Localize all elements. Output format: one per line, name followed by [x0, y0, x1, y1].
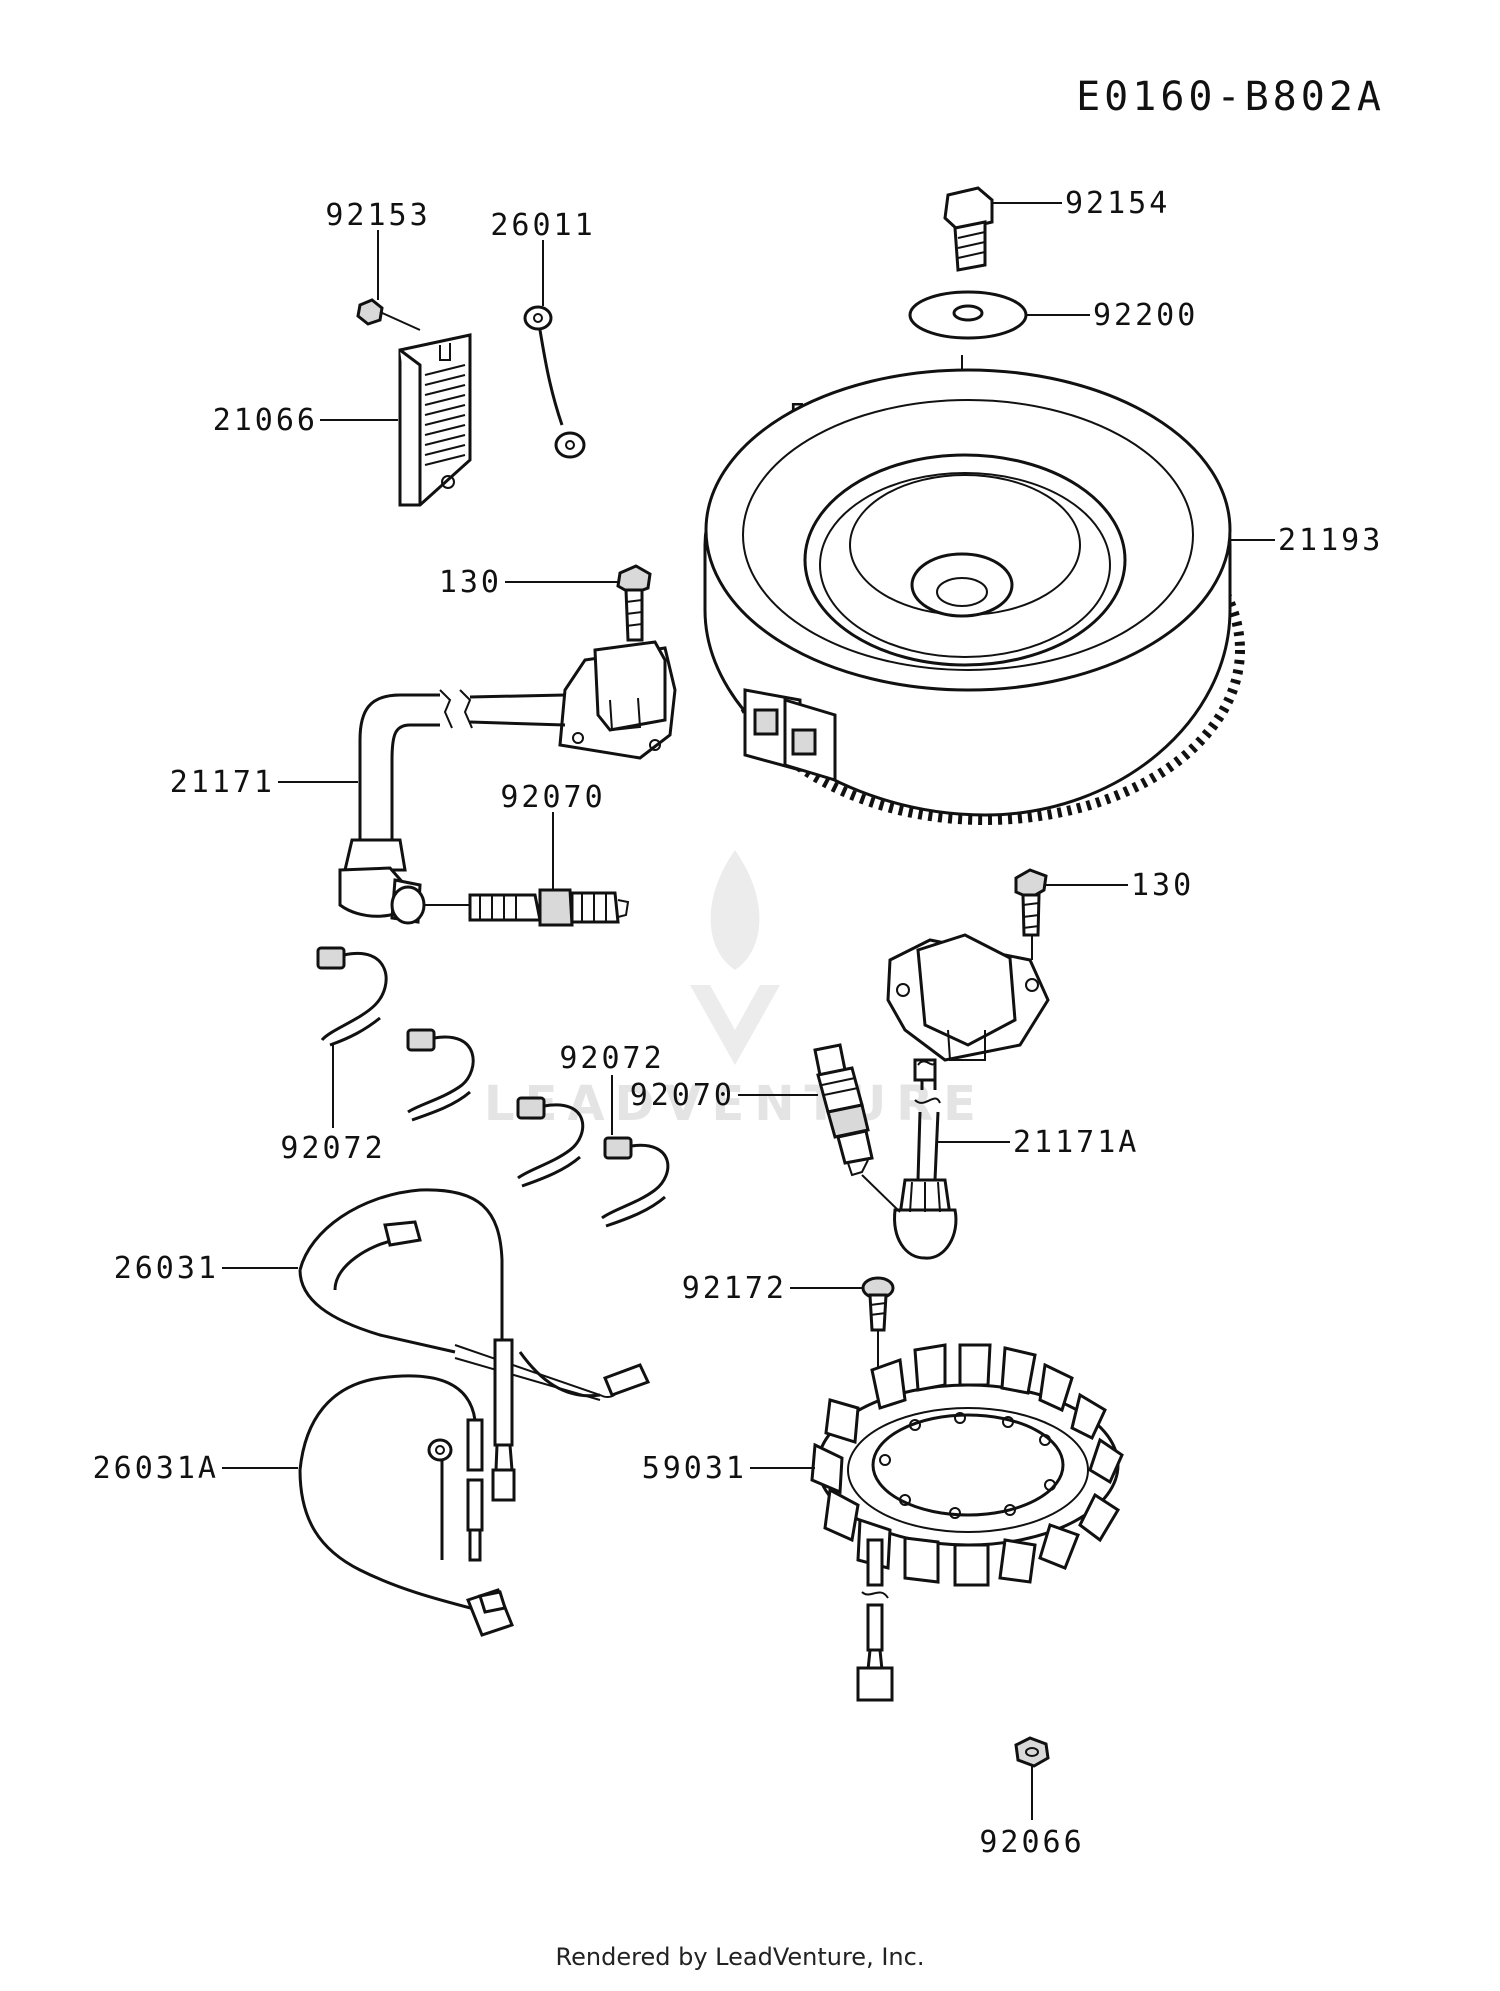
label-26011: 26011	[490, 208, 595, 243]
label-92172: 92172	[682, 1271, 787, 1306]
label-92153: 92153	[325, 198, 430, 233]
label-130-a: 130	[439, 565, 502, 600]
part-21066-regulator[interactable]	[398, 333, 472, 507]
label-21171: 21171	[170, 765, 275, 800]
part-59031-stator[interactable]	[810, 1343, 1124, 1702]
credit-text: Rendered by LeadVenture, Inc.	[556, 1943, 925, 1971]
part-21171-ignition-coil[interactable]	[338, 640, 677, 925]
flywheel-magnet	[743, 688, 837, 783]
label-21193: 21193	[1278, 523, 1383, 558]
part-130-screw-b[interactable]	[1014, 868, 1048, 937]
label-130-b: 130	[1131, 868, 1194, 903]
part-92070-spark-plug-a[interactable]	[425, 888, 630, 927]
part-92200-washer[interactable]	[908, 290, 1028, 340]
part-92070-spark-plug-b[interactable]	[813, 1043, 901, 1213]
label-26031: 26031	[114, 1251, 219, 1286]
label-21066: 21066	[213, 403, 318, 438]
part-92072-clamp-4[interactable]	[601, 1136, 670, 1228]
label-92072-a: 92072	[280, 1131, 385, 1166]
part-92066-nut[interactable]	[1014, 1736, 1050, 1768]
label-26031A: 26031A	[93, 1451, 219, 1486]
label-92200: 92200	[1093, 298, 1198, 333]
watermark-text: LEADVENTURE	[484, 1076, 986, 1132]
part-92154-bolt[interactable]	[943, 186, 994, 272]
label-92066: 92066	[979, 1825, 1084, 1860]
part-26011-ground-lead[interactable]	[523, 305, 586, 459]
label-21171A: 21171A	[1013, 1125, 1139, 1160]
part-130-screw-a[interactable]	[616, 564, 652, 642]
label-92070-b: 92070	[630, 1078, 735, 1113]
label-92154: 92154	[1065, 186, 1170, 221]
part-92072-clamp-3[interactable]	[516, 1096, 585, 1188]
part-26031-harness[interactable]	[298, 1188, 651, 1502]
watermark-logo: LEADVENTURE	[484, 850, 986, 1132]
label-92072-b: 92072	[559, 1041, 664, 1076]
diagram-code: E0160-B802A	[1076, 74, 1385, 120]
part-92172-screw[interactable]	[861, 1276, 895, 1332]
part-92072-clamp-2[interactable]	[406, 1028, 475, 1122]
part-21193-flywheel[interactable]	[703, 368, 1245, 825]
part-21171A-ignition-coil[interactable]	[886, 933, 1050, 1260]
label-59031: 59031	[642, 1451, 747, 1486]
part-92072-clamp-1[interactable]	[316, 946, 388, 1047]
part-26031A-harness[interactable]	[298, 1374, 514, 1637]
part-92153-screw[interactable]	[356, 298, 421, 331]
label-92070-a: 92070	[500, 780, 605, 815]
